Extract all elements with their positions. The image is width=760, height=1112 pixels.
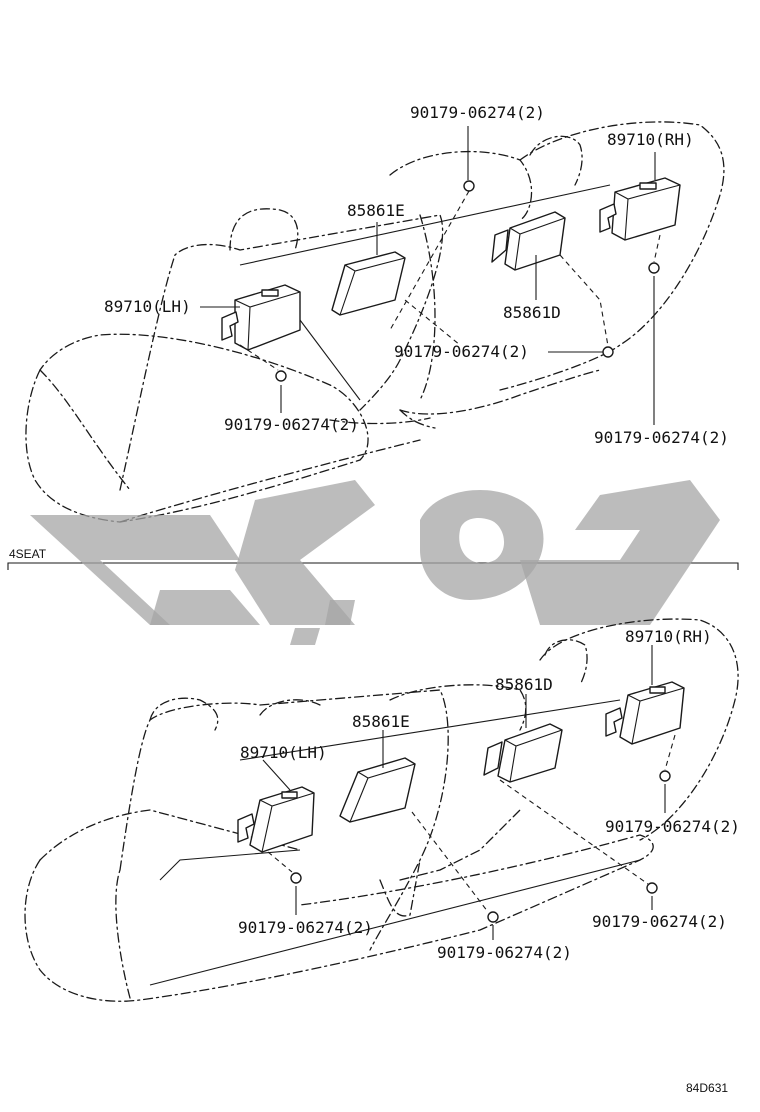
upper-seatback-right bbox=[499, 121, 725, 391]
lower-label-bolt-rh-lower: 90179-06274(2) bbox=[592, 912, 727, 931]
lower-label-ecu-rh: 89710(RH) bbox=[625, 627, 712, 646]
upper-bolt-rh-icon bbox=[648, 262, 660, 274]
lower-seat-cushion bbox=[24, 834, 654, 1002]
lower-seatback-center bbox=[389, 684, 527, 881]
lower-ecu-lh bbox=[237, 786, 315, 853]
lower-label-bolt-rh-upper: 90179-06274(2) bbox=[605, 817, 740, 836]
upper-ecu-rh bbox=[599, 177, 681, 241]
figure-code: 84D631 bbox=[686, 1081, 728, 1095]
upper-label-bracket-d: 85861D bbox=[503, 303, 561, 322]
upper-bolt-lh-icon bbox=[275, 370, 287, 382]
upper-seatback-center bbox=[389, 151, 601, 415]
lower-seatback-left bbox=[119, 689, 449, 951]
upper-label-bolt-mid: 90179-06274(2) bbox=[394, 342, 529, 361]
lower-bracket-e bbox=[339, 757, 416, 823]
lower-label-bracket-e: 85861E bbox=[352, 712, 410, 731]
lower-label-ecu-lh: 89710(LH) bbox=[240, 743, 327, 762]
upper-label-bracket-e: 85861E bbox=[347, 201, 405, 220]
lower-bolt-rh-lower-icon bbox=[646, 882, 658, 894]
lower-bolt-center-icon bbox=[487, 911, 499, 923]
lower-label-bolt-center: 90179-06274(2) bbox=[437, 943, 572, 962]
upper-bolt-top-icon bbox=[463, 180, 475, 192]
upper-seatback-left bbox=[119, 214, 444, 491]
section-label: 4SEAT bbox=[9, 547, 47, 561]
upper-label-ecu-rh: 89710(RH) bbox=[607, 130, 694, 149]
lower-bracket-d bbox=[497, 723, 563, 783]
upper-label-bolt-rh: 90179-06274(2) bbox=[594, 428, 729, 447]
lower-bolt-lh-icon bbox=[290, 872, 302, 884]
upper-label-bolt-lh: 90179-06274(2) bbox=[224, 415, 359, 434]
lower-seatback-right bbox=[539, 618, 739, 841]
lower-label-bolt-lh: 90179-06274(2) bbox=[238, 918, 373, 937]
upper-label-ecu-lh: 89710(LH) bbox=[104, 297, 191, 316]
lower-seat-assembly: 89710(RH) 85861D 85861E 89710(LH) 90179-… bbox=[24, 618, 740, 1002]
upper-ecu-lh bbox=[221, 284, 301, 351]
section-divider: 4SEAT bbox=[7, 547, 739, 570]
watermark-logo bbox=[30, 480, 720, 645]
upper-seat-assembly: 90179-06274(2) 89710(RH) 85861E 89710(LH… bbox=[25, 103, 729, 523]
lower-label-bracket-d: 85861D bbox=[495, 675, 553, 694]
lower-bolt-rh-upper-icon bbox=[659, 770, 671, 782]
upper-seat-cushion bbox=[25, 333, 369, 523]
upper-label-bolt-top: 90179-06274(2) bbox=[410, 103, 545, 122]
upper-bolt-mid-icon bbox=[602, 346, 614, 358]
lower-ecu-rh bbox=[605, 681, 685, 745]
